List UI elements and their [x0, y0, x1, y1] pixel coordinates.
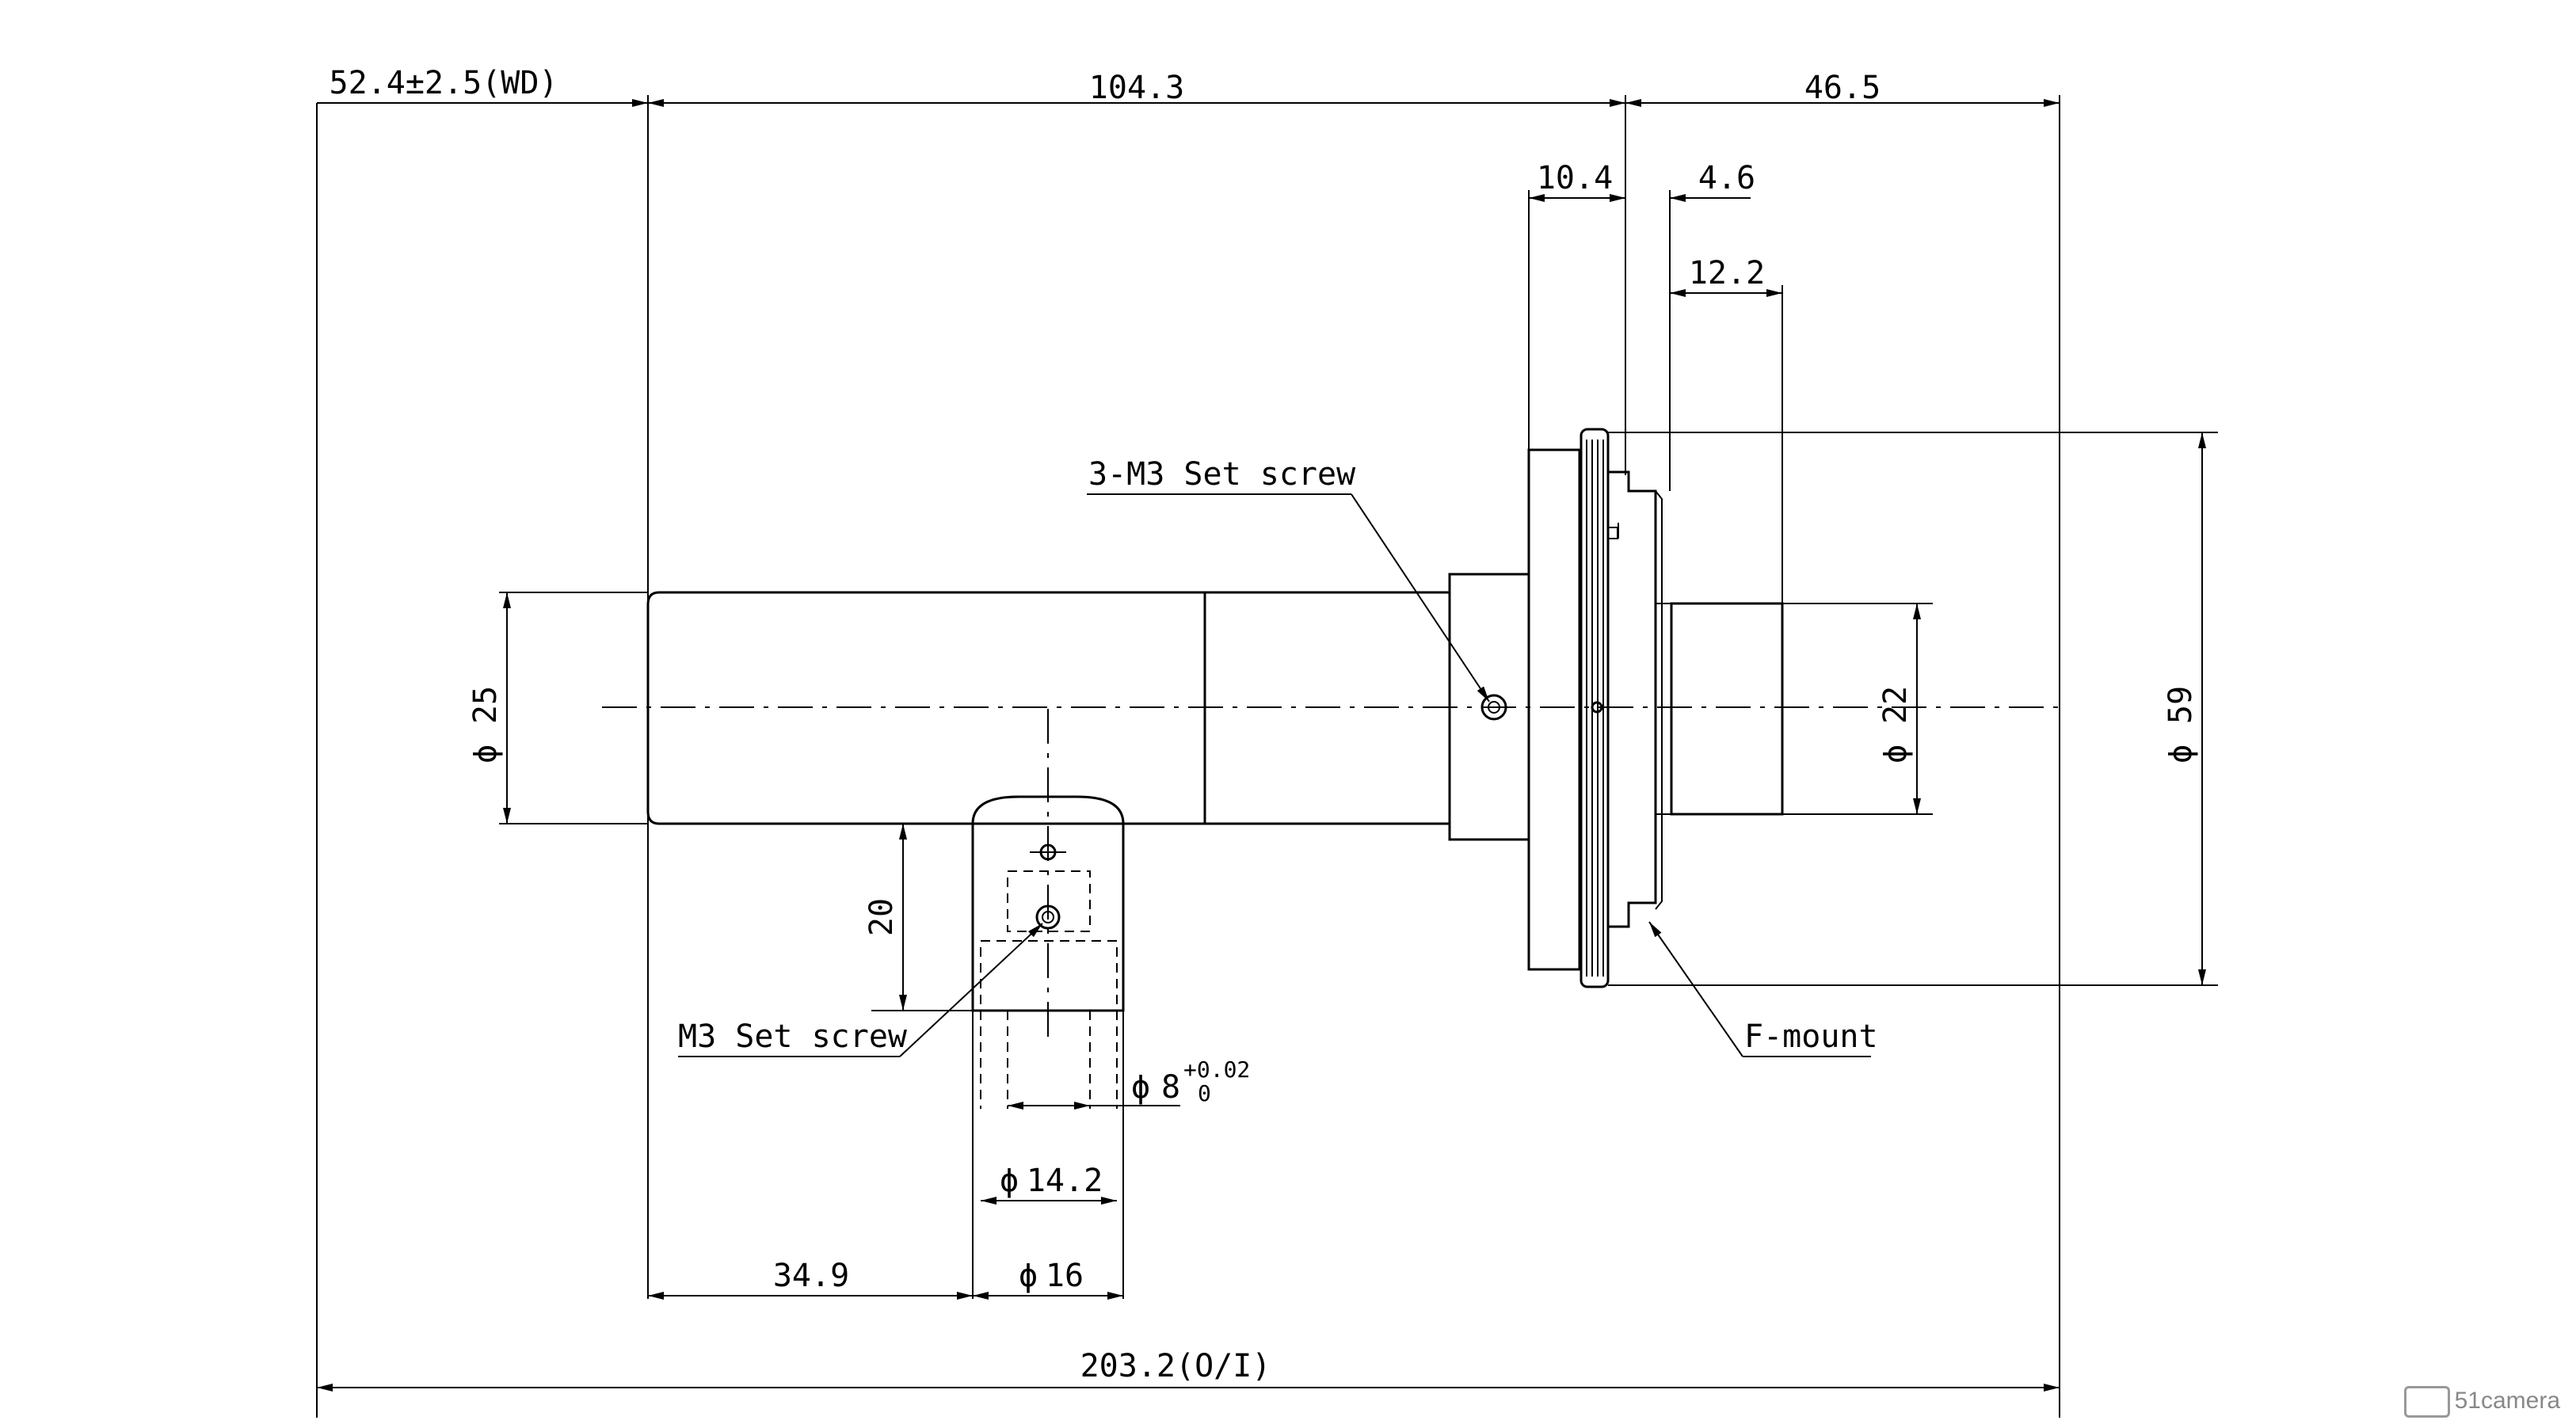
focus-housing [1527, 448, 1581, 971]
dim-working-distance: 52.4±2.5(WD) [330, 65, 558, 101]
dim-front-diameter: 25 [467, 686, 504, 724]
dim-shaft-diameter: 8 [1161, 1069, 1180, 1106]
label-f-mount: F-mount [1744, 1019, 1878, 1055]
rear-barrel [1670, 602, 1784, 816]
dim-rear-offset: 12.2 [1689, 255, 1765, 291]
dim-shaft-phi: ϕ [1131, 1069, 1150, 1106]
f-mount-flange [1606, 470, 1657, 928]
dim-flange-phi: ϕ [2163, 744, 2199, 763]
dim-rear-diameter: 22 [1877, 686, 1914, 724]
dim-flange-step: 4.6 [1698, 160, 1755, 196]
dimension-lines: 52.4±2.5(WD) 104.3 46.5 10.4 4.6 12.2 ϕ … [317, 65, 2206, 1392]
dim-shaft-tol-lower: 0 [1198, 1080, 1211, 1106]
watermark: 51camera [2403, 1386, 2560, 1418]
watermark-text: 51camera [2454, 1387, 2560, 1414]
dim-bracket-phi: ϕ [1019, 1258, 1038, 1294]
extension-lines [316, 95, 2218, 1418]
dim-bracket-diameter: 16 [1046, 1258, 1084, 1294]
dim-bore-diameter: 14.2 [1027, 1163, 1103, 1199]
dim-rear-phi: ϕ [1877, 744, 1914, 763]
dim-front-phi: ϕ [467, 744, 504, 763]
dim-lens-length: 104.3 [1089, 70, 1184, 106]
dim-flange-diameter: 59 [2163, 686, 2199, 724]
dim-bracket-offset: 34.9 [773, 1258, 849, 1294]
camera-logo-icon [2403, 1386, 2450, 1418]
dim-overall-length: 203.2(O/I) [1080, 1348, 1271, 1384]
dim-ring-width: 10.4 [1537, 160, 1613, 196]
dim-shaft-tol-upper: +0.02 [1183, 1057, 1250, 1083]
callouts: 3-M3 Set screw M3 Set screw F-mount [678, 456, 1878, 1057]
dim-bore-phi: ϕ [1000, 1163, 1019, 1199]
label-3m3-set-screw: 3-M3 Set screw [1088, 456, 1356, 493]
label-m3-set-screw: M3 Set screw [678, 1019, 908, 1055]
dim-bracket-height: 20 [863, 898, 900, 936]
dim-mount-length: 46.5 [1804, 70, 1881, 106]
